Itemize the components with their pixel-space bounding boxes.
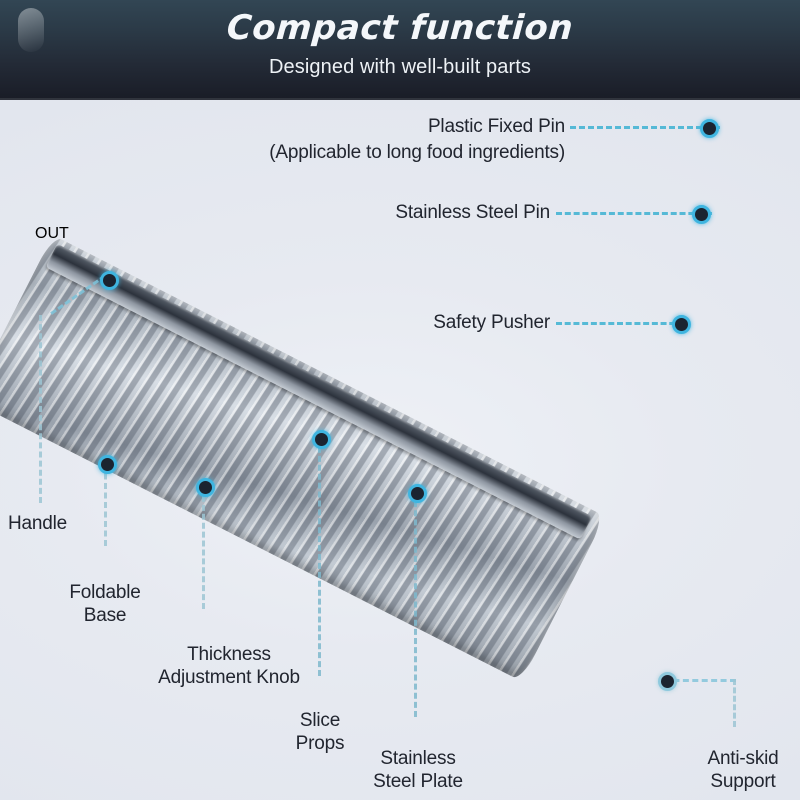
- callout-label-stainless-steel-plate: Stainless Steel Plate: [350, 724, 486, 800]
- callout-label-handle: Handle: [8, 513, 68, 534]
- callout-label-slice-props: Slice Props: [272, 686, 368, 779]
- callout-note-plastic-fixed-pin: (Applicable to long food ingredients): [269, 142, 565, 163]
- page-title: Compact function: [225, 8, 575, 48]
- leader-stainless-steel-pin: [556, 212, 712, 215]
- callout-label-anti-skid-line1: Anti-skid: [707, 748, 779, 770]
- callout-label-foldable-base: Foldable Base: [38, 558, 172, 651]
- anchor-stainless-steel-plate: [408, 484, 427, 503]
- leader-plastic-fixed-pin: [570, 126, 720, 129]
- leader-anti-skid-horizontal: [664, 679, 736, 682]
- callout-label-slice-props-line2: Props: [295, 733, 345, 755]
- callout-label-steel-plate-line2: Steel Plate: [373, 771, 463, 793]
- callout-label-safety-pusher: Safety Pusher: [433, 312, 550, 333]
- callout-label-plastic-fixed-pin: Plastic Fixed Pin: [427, 116, 565, 137]
- leader-handle-vertical: [39, 315, 42, 503]
- callout-label-thickness-adjustment-knob: Thickness Adjustment Knob: [130, 620, 328, 713]
- callout-label-anti-skid-support: Anti-skid Support: [690, 724, 796, 800]
- knob-out-marking: OUT: [35, 225, 69, 242]
- anchor-anti-skid-support: [658, 672, 677, 691]
- callout-label-foldable-base-line1: Foldable: [69, 582, 141, 604]
- leader-thickness-knob: [202, 487, 205, 609]
- pusher-dome-highlight: [18, 8, 44, 52]
- anchor-plastic-fixed-pin: [700, 119, 719, 138]
- callout-label-steel-plate-line1: Stainless: [380, 748, 456, 770]
- callout-label-slice-props-line1: Slice: [299, 710, 341, 732]
- leader-stainless-steel-plate: [414, 492, 417, 717]
- callout-label-stainless-steel-pin: Stainless Steel Pin: [395, 202, 550, 223]
- page-subtitle: Designed with well-built parts: [268, 56, 531, 78]
- callout-label-anti-skid-line2: Support: [710, 771, 776, 793]
- callout-label-foldable-base-line2: Base: [83, 605, 127, 627]
- anchor-thickness-knob: [196, 478, 215, 497]
- mandoline-slicer-illustration: OUT: [0, 225, 775, 695]
- callout-label-thickness-line1: Thickness: [187, 644, 271, 666]
- anchor-handle: [100, 271, 119, 290]
- anchor-stainless-steel-pin: [692, 205, 711, 224]
- leader-safety-pusher: [556, 322, 684, 325]
- anchor-foldable-base: [98, 455, 117, 474]
- header-banner: Compact function Designed with well-buil…: [0, 0, 800, 100]
- leader-foldable-base: [104, 464, 107, 546]
- leader-slice-props: [318, 438, 321, 676]
- anchor-safety-pusher: [672, 315, 691, 334]
- callout-label-thickness-line2: Adjustment Knob: [158, 667, 300, 689]
- leader-anti-skid-vertical: [733, 679, 736, 727]
- anchor-slice-props: [312, 430, 331, 449]
